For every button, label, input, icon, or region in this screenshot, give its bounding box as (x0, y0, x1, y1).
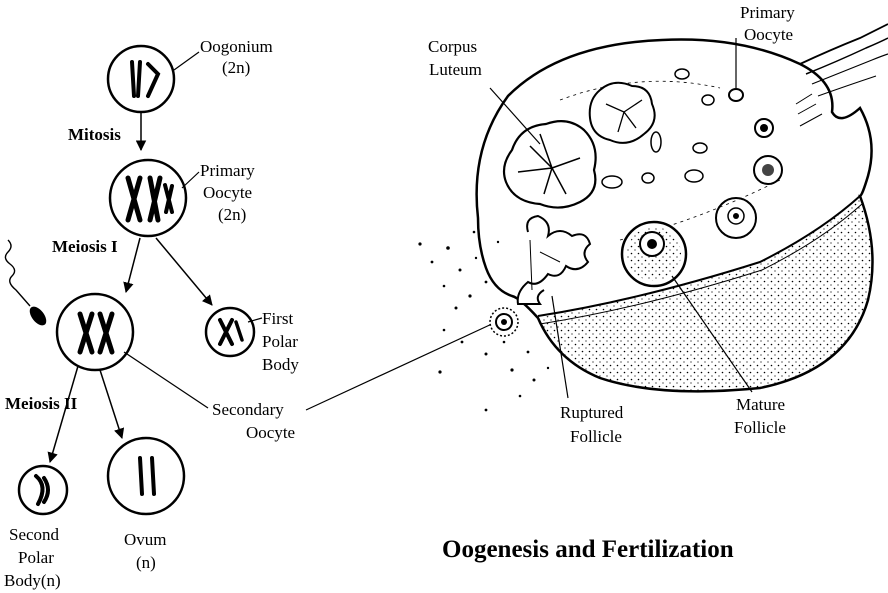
diagram-title: Oogenesis and Fertilization (442, 536, 734, 563)
corpus-luteum (502, 81, 656, 209)
first-polar-body-cell (204, 306, 256, 358)
ruptured-follicle-label: Ruptured Follicle (560, 403, 628, 446)
meiosis-2-label: Meiosis II (5, 394, 78, 413)
ovum-cell (106, 436, 186, 516)
ovary-primary-oocyte-label: Primary Oocyte (740, 3, 799, 44)
meiosis-1-label: Meiosis I (52, 237, 118, 256)
second-polar-body-cell (17, 464, 69, 516)
ruptured-follicle (516, 214, 592, 305)
first-polar-body-label: First Polar Body (262, 309, 302, 374)
oogonium-cell (106, 44, 176, 114)
scattered-cells (418, 230, 550, 412)
ovary (475, 23, 888, 393)
second-polar-body-label: Second Polar Body(n) (4, 525, 63, 590)
mature-follicle (620, 220, 688, 288)
primary-oocyte-label: Primary Oocyte (2n) (200, 161, 259, 224)
primary-oocyte-cell (108, 158, 188, 238)
secondary-oocyte-cell (55, 292, 135, 372)
ovum-label: Ovum (n) (124, 530, 171, 572)
oogonium-label: Oogonium (2n) (200, 37, 277, 77)
released-oocyte (489, 307, 519, 337)
mature-follicle-label: Mature Follicle (734, 395, 789, 437)
sperm-icon (4, 239, 47, 326)
mitosis-label: Mitosis (68, 125, 121, 144)
primary-follicles (601, 68, 783, 239)
corpus-luteum-label: Corpus Luteum (428, 37, 482, 79)
secondary-oocyte-label: Secondary Oocyte (212, 400, 295, 442)
